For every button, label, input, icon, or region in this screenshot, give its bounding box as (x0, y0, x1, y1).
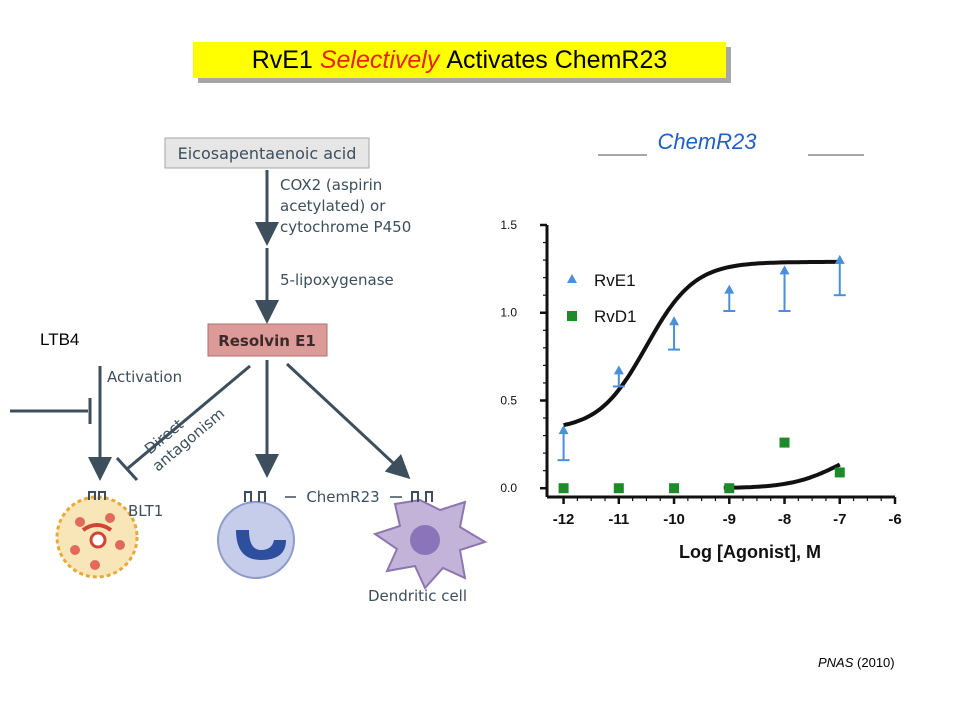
x-tick-label: -11 (608, 511, 629, 528)
rvd1-point (669, 483, 680, 494)
enzyme-step1-line1: COX2 (aspirin (280, 176, 382, 194)
rve1-point (834, 254, 845, 264)
product-label: Resolvin E1 (218, 332, 316, 350)
chart-axes: -12 -11 -10 -9 -8 -7 -6 0.0 0.5 1.0 1.5 (500, 218, 901, 528)
enzyme-step2: 5-lipoxygenase (280, 271, 394, 289)
x-tick-label: -9 (723, 511, 736, 528)
title-part2: Selectively (319, 45, 440, 74)
x-tick-label: -8 (778, 511, 791, 528)
legend-label: RvD1 (594, 307, 637, 326)
rvd1-point (724, 483, 735, 494)
citation-year: (2010) (857, 655, 895, 670)
dose-response-chart: ChemR23 -12 -11 -10 -9 -8 -7 -6 0.0 0.5 1.0 1.5 Rv… (500, 129, 901, 562)
citation: PNAS (2010) (818, 655, 895, 670)
antagonism-bar (115, 456, 139, 482)
rvd1-point (779, 437, 790, 448)
rvd1-point (613, 483, 624, 494)
citation-journal: PNAS (818, 655, 854, 670)
dendritic-label: Dendritic cell (368, 587, 467, 605)
chart-points (557, 254, 846, 494)
y-tick-label: 0.0 (500, 481, 517, 495)
fit-curve (723, 462, 841, 490)
rve1-point (669, 316, 680, 326)
fit-curve (563, 259, 840, 428)
y-tick-label: 1.0 (500, 306, 517, 320)
chart-title: ChemR23 (657, 129, 757, 154)
granulocyte-cell-icon (55, 491, 139, 579)
rve1-point (779, 265, 790, 275)
x-tick-label: -7 (833, 511, 846, 528)
product-box (207, 323, 328, 357)
ltb4-label: LTB4 (40, 330, 79, 349)
rve1-point (558, 425, 569, 435)
slide-title: RvE1 Selectively Activates ChemR23 (193, 42, 726, 78)
pathway-diagram: Eicosapentaenoic acid COX2 (aspirin acet… (10, 137, 488, 605)
activation-label: Activation (107, 368, 182, 386)
dendritic-cell-icon (372, 491, 488, 590)
y-tick-label: 1.5 (500, 218, 517, 232)
x-tick-label: -10 (663, 511, 685, 528)
title-part3: Activates ChemR23 (446, 45, 668, 74)
rvd1-point (834, 467, 845, 478)
x-axis-label: Log [Agonist], M (679, 542, 821, 562)
title-part1: RvE1 (251, 45, 313, 74)
precursor-box (164, 137, 370, 169)
enzyme-step1-line2: acetylated) or (280, 197, 386, 215)
rve1-point (613, 365, 624, 375)
antagonism-line (126, 364, 251, 471)
legend-rvd1-marker (567, 311, 577, 321)
chemr23-label: ChemR23 (306, 488, 379, 506)
arrow-to-dendritic (285, 362, 411, 480)
y-tick-label: 0.5 (500, 393, 517, 407)
blt1-label: BLT1 (128, 502, 163, 520)
rvd1-point (558, 483, 569, 494)
precursor-label: Eicosapentaenoic acid (178, 144, 357, 163)
monocyte-cell-icon (217, 491, 295, 579)
legend-rve1-marker (567, 274, 577, 283)
rve1-point (724, 284, 735, 294)
legend-label: RvE1 (594, 271, 636, 290)
chart-curves (563, 259, 841, 490)
enzyme-step1-line3: cytochrome P450 (280, 218, 411, 236)
x-tick-label: -6 (888, 511, 901, 528)
x-tick-label: -12 (553, 511, 575, 528)
